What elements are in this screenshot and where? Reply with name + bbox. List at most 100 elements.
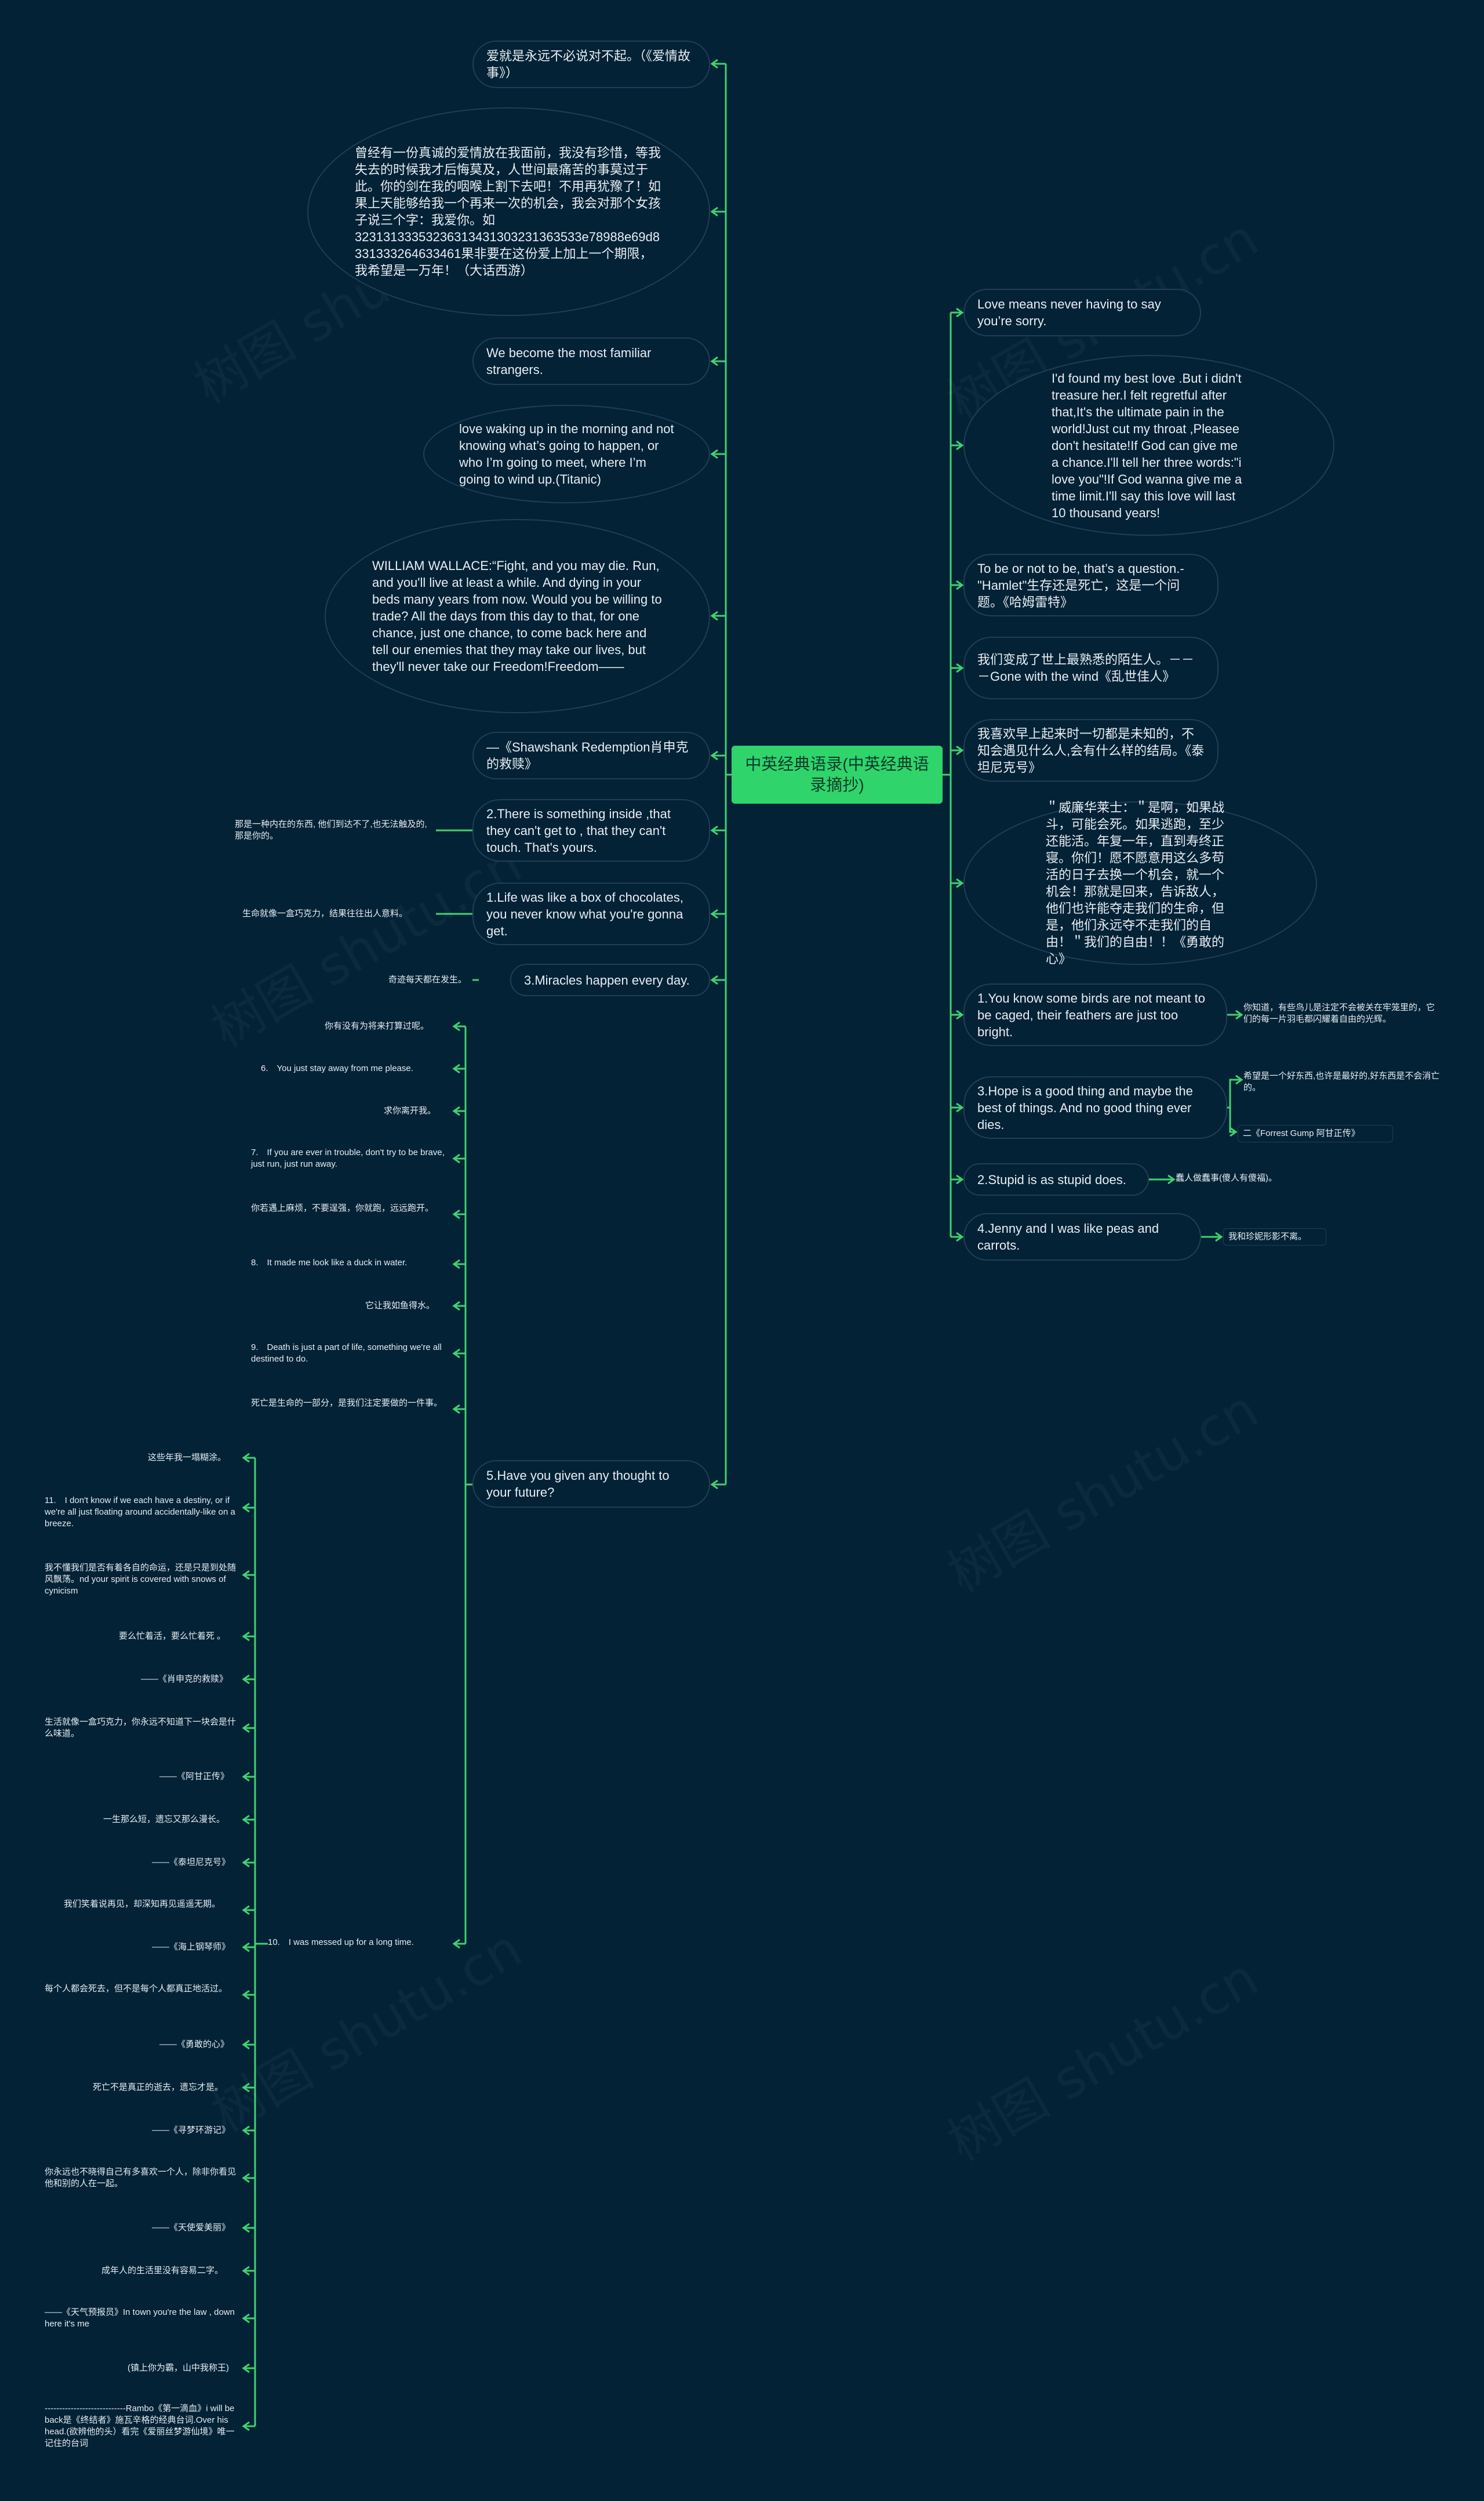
connector-line — [956, 440, 964, 451]
left-node[interactable]: 1.Life was like a box of chocolates, you… — [472, 883, 710, 945]
connector-line — [452, 1106, 460, 1116]
connector-line — [1235, 1010, 1243, 1020]
right-node[interactable]: 1.You know some birds are not meant to b… — [963, 983, 1227, 1046]
node-text: 1.Life was like a box of chocolates, you… — [486, 890, 683, 938]
connector-line — [710, 909, 718, 919]
connector-line — [242, 1857, 250, 1868]
left-node[interactable]: 5.Have you given any thought to your fut… — [472, 1460, 710, 1508]
node-text: 2.Stupid is as stupid does. — [977, 1172, 1126, 1187]
connector-line — [242, 2125, 250, 2136]
connector-line — [242, 2266, 250, 2276]
connector-line — [242, 1905, 250, 1915]
messed-leaf: ——《天气预报员》In town you're the law , down h… — [45, 2307, 235, 2329]
connector-line — [242, 1772, 250, 1782]
leaf-jenny: 我和珍妮形影不离。 — [1223, 1228, 1326, 1246]
future-leaf: 8. It made me look like a duck in water. — [251, 1258, 408, 1268]
right-node[interactable]: 3.Hope is a good thing and maybe the bes… — [963, 1076, 1227, 1139]
messed-leaf: 一生那么短，遗忘又那么漫长。 — [103, 1814, 225, 1824]
future-leaf: 死亡是生命的一部分，是我们注定要做的一件事。 — [251, 1398, 443, 1408]
left-node[interactable]: We become the most familiar strangers. — [472, 337, 710, 385]
right-node[interactable]: 2.Stupid is as stupid does. — [963, 1163, 1149, 1196]
messed-leaf: ——《阿甘正传》 — [159, 1772, 230, 1781]
messed-leaf: ----------------------------Rambo《第一滴血》i… — [45, 2404, 235, 2448]
right-node[interactable]: 我喜欢早上起来时一切都是未知的，不知会遇见什么人,会有什么样的结局。《泰坦尼克号… — [963, 719, 1219, 782]
messed-leaf: 我不懂我们是否有着各自的命运，还是只是到处随风飘荡。nd your spirit… — [45, 1563, 237, 1596]
leaf-something-inside: 那是一种内在的东西, 他们到达不了,也无法触及的,那是你的。 — [235, 819, 427, 841]
leaf-birds: 你知道，有些鸟儿是注定不会被关在牢笼里的，它们的每一片羽毛都闪耀着自由的光辉。 — [1243, 1003, 1435, 1024]
connector-line — [956, 1102, 964, 1113]
connector-line — [242, 1723, 250, 1733]
connector-line — [956, 1010, 964, 1020]
connector-line — [452, 1259, 460, 1269]
right-node[interactable]: I'd found my best love .But i didn't tre… — [963, 355, 1334, 536]
connector-line — [1235, 1075, 1243, 1085]
future-leaf: 9. Death is just a part of life, somethi… — [251, 1342, 442, 1364]
connector-line — [710, 356, 718, 366]
node-text: —《Shawshank Redemption肖申克的救赎》 — [486, 740, 689, 771]
connector-line — [242, 2363, 250, 2373]
messed-up-node[interactable]: 10. I was messed up for a long time. — [268, 1937, 414, 1947]
connector-line — [1227, 1079, 1242, 1109]
connector-line — [452, 1404, 460, 1414]
right-node[interactable]: 我们变成了世上最熟悉的陌生人。－－－Gone with the wind《乱世佳… — [963, 637, 1219, 699]
left-node[interactable]: 爱就是永远不必说对不起。（《爱情故事》） — [472, 41, 710, 88]
left-node[interactable]: 3.Miracles happen every day. — [510, 964, 710, 996]
leaf-hope-1: 希望是一个好东西,也许是最好的,好东西是不会消亡的。 — [1243, 1071, 1440, 1092]
node-text: ＂威廉华莱士：＂是啊，如果战斗，可能会死。如果逃跑，至少还能活。年复一年，直到寿… — [1046, 800, 1225, 966]
messed-leaf: 生活就像一盒巧克力，你永远不知道下一块会是什么味道。 — [45, 1717, 237, 1738]
connector-line — [242, 2421, 250, 2431]
left-node[interactable]: love waking up in the morning and not kn… — [423, 405, 710, 503]
node-text: We become the most familiar strangers. — [486, 346, 652, 377]
connector-line — [452, 1301, 460, 1311]
connector-line — [242, 1942, 250, 1952]
leaf-chocolates: 生命就像一盒巧克力，结果往往出人意料。 — [242, 909, 408, 919]
messed-leaf: ——《天使爱美丽》 — [152, 2223, 231, 2233]
messed-leaf: 每个人都会死去，但不是每个人都真正地活过。 — [45, 1984, 228, 1994]
node-text: 3.Miracles happen every day. — [524, 972, 690, 988]
node-text: I'd found my best love .But i didn't tre… — [1052, 371, 1242, 520]
connector-line — [242, 1453, 250, 1463]
root-topic[interactable]: 中英经典语录(中英经典语录摘抄) — [732, 746, 943, 804]
connector-line — [242, 2039, 250, 2050]
messed-leaf: 成年人的生活里没有容易二字。 — [101, 2266, 224, 2275]
connector-line — [710, 975, 718, 985]
connector-line — [956, 1174, 964, 1185]
connector-line — [242, 1814, 250, 1825]
messed-leaf: 你永远也不晓得自己有多喜欢一个人，除非你看见他和别的人在一起。 — [45, 2167, 237, 2188]
node-text: 2.There is something inside ,that they c… — [486, 806, 671, 855]
node-text: love waking up in the morning and not kn… — [459, 422, 674, 487]
messed-leaf: ——《勇敢的心》 — [159, 2039, 230, 2049]
messed-leaf: 要么忙着活，要么忙着死 。 — [119, 1631, 226, 1641]
connector-line — [242, 1674, 250, 1685]
connector-line — [710, 611, 718, 621]
connector-line — [710, 59, 718, 69]
node-text: 曾经有一份真诚的爱情放在我面前，我没有珍惜，等我失去的时候我才后悔莫及，人世间最… — [355, 146, 661, 278]
connector-line — [956, 663, 964, 673]
node-text: To be or not to be, that’s a question.-"… — [977, 561, 1184, 609]
right-node[interactable]: Love means never having to say you’re so… — [963, 289, 1201, 336]
future-leaf: 6. You just stay away from me please. — [261, 1063, 413, 1073]
connector-line — [452, 1153, 460, 1164]
connector-line — [242, 2223, 250, 2233]
connector-line — [1230, 1127, 1238, 1137]
messed-leaf: (镇上你为霸，山中我称王) — [128, 2363, 229, 2373]
left-node[interactable]: WILLIAM WALLACE:“Fight, and you may die.… — [325, 519, 710, 713]
node-text: 5.Have you given any thought to your fut… — [486, 1468, 670, 1500]
connector-line — [452, 1348, 460, 1359]
right-node[interactable]: To be or not to be, that’s a question.-"… — [963, 554, 1219, 616]
connector-line — [452, 1021, 460, 1032]
connector-line — [242, 1631, 250, 1642]
future-leaf: 求你离开我。 — [384, 1106, 437, 1116]
left-node[interactable]: 曾经有一份真诚的爱情放在我面前，我没有珍惜，等我失去的时候我才后悔莫及，人世间最… — [307, 107, 710, 316]
connector-line — [1167, 1174, 1176, 1185]
right-node[interactable]: ＂威廉华莱士：＂是啊，如果战斗，可能会死。如果逃跑，至少还能活。年复一年，直到寿… — [963, 800, 1317, 966]
left-node[interactable]: 2.There is something inside ,that they c… — [472, 799, 710, 862]
connector-line — [710, 206, 718, 217]
connector-line — [242, 2082, 250, 2093]
right-node[interactable]: 4.Jenny and I was like peas and carrots. — [963, 1213, 1201, 1261]
messed-leaf: ——《肖申克的救赎》 — [141, 1674, 228, 1684]
connector-line — [242, 2173, 250, 2183]
connector-line — [956, 307, 964, 318]
connector-line — [452, 1209, 460, 1219]
left-node[interactable]: —《Shawshank Redemption肖申克的救赎》 — [472, 732, 710, 779]
